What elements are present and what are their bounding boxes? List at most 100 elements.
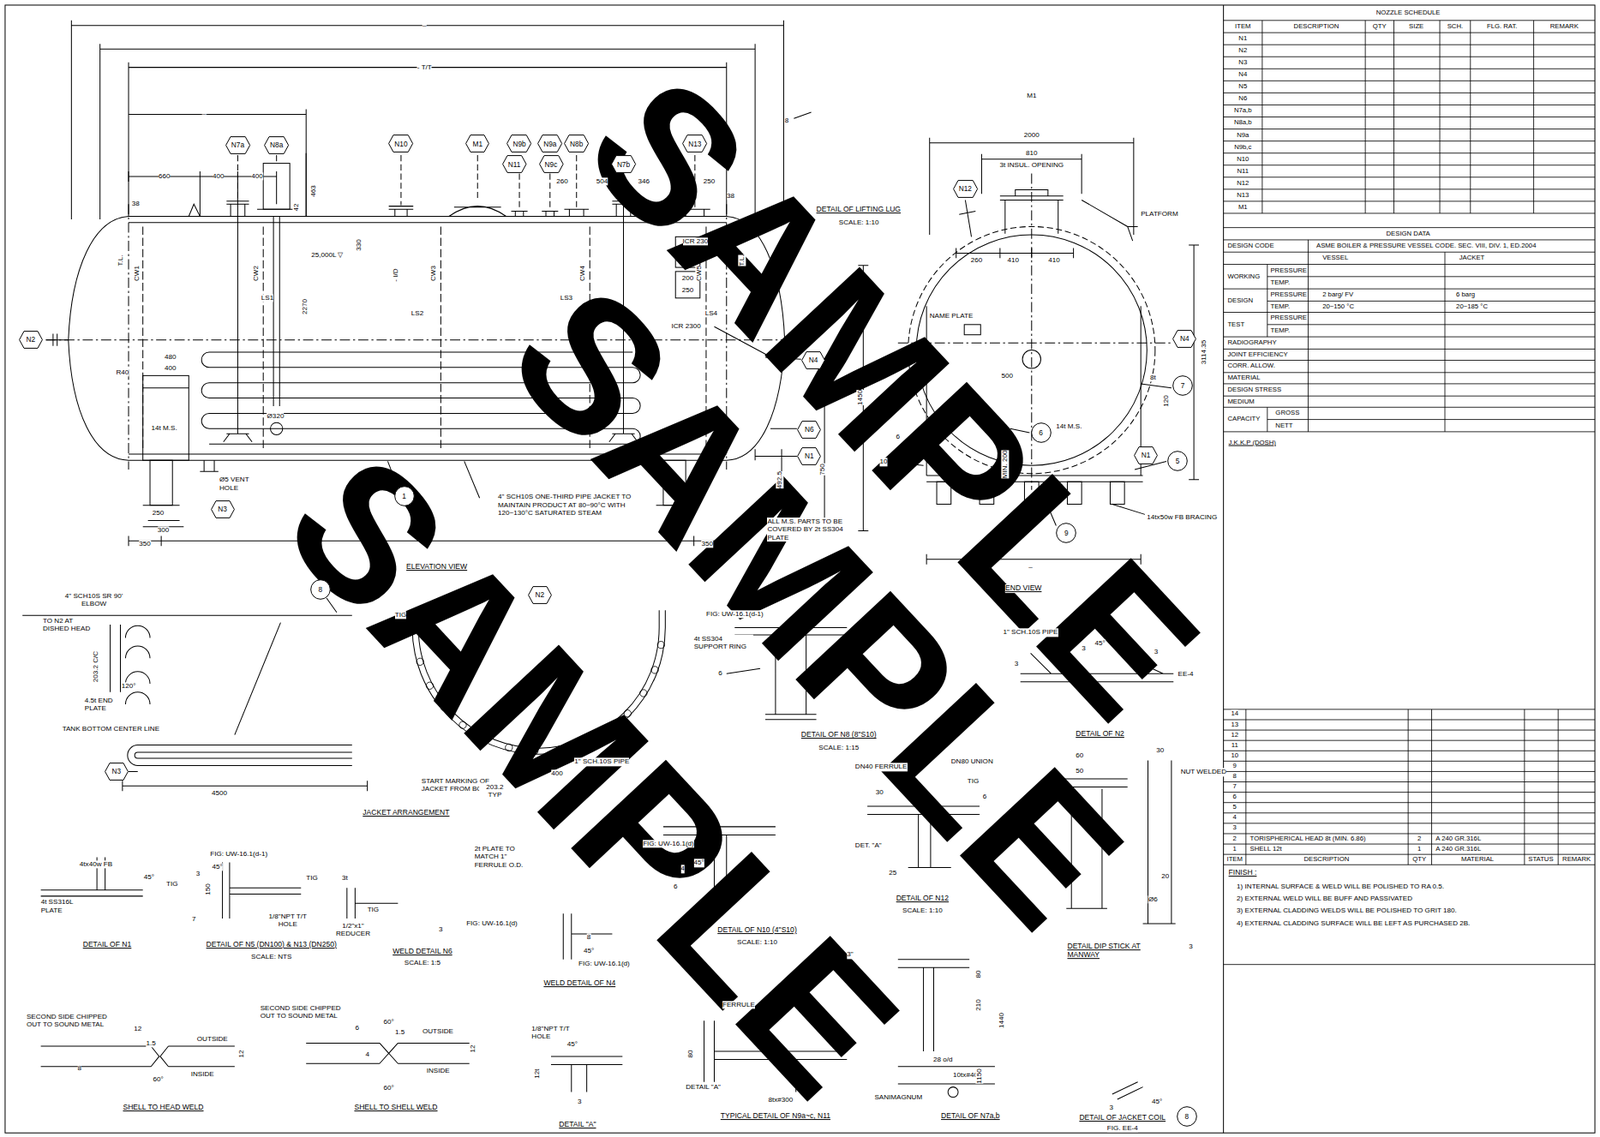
drawing-label: TIG	[967, 777, 980, 786]
drawing-line	[1523, 709, 1525, 865]
drawing-label: 260	[556, 177, 569, 186]
table-cell: N8a,b	[1234, 119, 1253, 127]
drawing-line	[389, 135, 414, 153]
table-cell: 2 barg/ FV	[1322, 291, 1354, 300]
tag-text: N11	[508, 161, 522, 168]
drawing-line	[1223, 740, 1595, 742]
table-cell: WORKING	[1227, 272, 1260, 281]
drawing-label: 1/8"NPT T/T HOLE	[531, 1024, 573, 1042]
table-cell: NETT	[1275, 421, 1293, 430]
drawing-label: 2000	[1024, 131, 1040, 140]
drawing-label: OUTSIDE	[422, 1027, 454, 1036]
drawing-line	[964, 324, 981, 336]
drawing-label: T.L.	[737, 254, 746, 266]
drawing-label: 350	[701, 539, 714, 548]
drawing-label: LS4	[705, 309, 718, 318]
drawing-label: 750	[818, 463, 827, 476]
table-cell: STATUS	[1528, 855, 1553, 863]
drawing-label: CW3	[429, 265, 438, 282]
drawing-line	[1223, 251, 1595, 253]
tag-text: N10	[394, 140, 408, 148]
table-cell: N7a,b	[1234, 107, 1253, 115]
tag-text: N7b	[617, 161, 630, 168]
drawing-line	[1444, 251, 1446, 432]
drawing-label: 3	[1014, 659, 1019, 668]
drawing-line	[1223, 395, 1595, 397]
callout-number: 6	[1030, 422, 1052, 444]
table-cell: DESCRIPTION	[1294, 23, 1340, 31]
tag-text: N4	[808, 356, 819, 364]
tag-text: N8b	[569, 140, 583, 148]
drawing-line	[1223, 761, 1595, 762]
drawing-line	[210, 500, 234, 518]
table-cell: MATERIAL	[1461, 855, 1494, 863]
drawing-label: Ø320	[267, 412, 285, 420]
table-cell: 10	[1230, 751, 1239, 760]
drawing-label: 3t	[341, 874, 348, 883]
drawing-line	[22, 615, 353, 692]
drawing-label: 25,000L ▽	[311, 251, 343, 259]
drawing-label: 350	[138, 539, 151, 548]
table-cell: 4	[1233, 814, 1237, 822]
drawing-line	[1223, 822, 1595, 824]
table-cell: N5	[1238, 83, 1247, 91]
nozzle-tag: M1	[465, 134, 490, 153]
table-cell: 1	[1417, 844, 1421, 853]
drawing-line	[1223, 964, 1595, 965]
drawing-line	[1223, 140, 1595, 142]
drawing-line	[1223, 864, 1595, 866]
view-title: DETAIL OF N12	[896, 894, 949, 904]
drawing-line	[1173, 376, 1193, 396]
drawing-line	[1223, 68, 1595, 70]
drawing-label: 1440	[998, 1012, 1007, 1029]
drawing-line	[1266, 264, 1268, 338]
drawing-label: 3	[1081, 645, 1086, 654]
drawing-label: –	[1028, 563, 1033, 571]
drawing-label: 25	[888, 869, 897, 878]
nozzle-tag: N6	[797, 420, 821, 439]
drawing-line	[1223, 56, 1595, 58]
drawing-label: SANIMAGNUM	[874, 1094, 923, 1103]
drawing-label: FIG. EE-4	[1107, 1124, 1139, 1133]
drawing-line	[143, 375, 190, 461]
drawing-line	[1393, 20, 1395, 214]
drawing-label: 6	[673, 882, 678, 891]
drawing-line	[802, 351, 826, 369]
drawing-label: –	[422, 21, 427, 30]
drawing-line	[1223, 359, 1595, 361]
table-cell: N4	[1238, 71, 1247, 79]
drawing-label: 14t M.S.	[1055, 422, 1082, 431]
tag-text: N2	[25, 335, 36, 343]
drawing-label: 45°	[1151, 1097, 1163, 1106]
table-cell: TEMP.	[1270, 326, 1290, 335]
view-title: TYPICAL DETAIL OF N9a~c, N11	[720, 1112, 831, 1121]
table-cell: VESSEL	[1322, 254, 1349, 263]
drawing-label: 12	[469, 1045, 478, 1054]
view-title: DETAIL OF N1	[83, 940, 132, 950]
drawing-line	[1266, 407, 1268, 432]
drawing-label: 330	[354, 239, 363, 252]
drawing-label: DETAIL "A"	[685, 1084, 721, 1092]
drawing-label: 12	[133, 1025, 142, 1034]
nozzle-tag: N12	[952, 179, 978, 198]
drawing-line	[1223, 311, 1595, 313]
tag-text: N9c	[545, 161, 558, 168]
table-cell: QTY	[1412, 855, 1427, 863]
table-cell: N10	[1236, 155, 1249, 163]
drawing-label: 42	[293, 203, 301, 211]
drawing-label: 10	[880, 458, 888, 467]
drawing-line	[389, 206, 414, 217]
drawing-line	[1439, 20, 1441, 214]
nozzle-tag: N7a	[225, 136, 251, 155]
drawing-label: FIG: UW-16.1(d-1)	[706, 610, 764, 618]
drawing-label: TIG	[166, 880, 179, 889]
view-title: DETAIL OF N7a,b	[940, 1112, 1001, 1121]
view-title: WELD DETAIL N6	[392, 947, 452, 957]
drawing-label: 480	[164, 353, 177, 361]
drawing-line	[507, 135, 532, 153]
drawing-label: 1/8"NPT T/T HOLE	[267, 912, 309, 929]
drawing-label: –	[202, 110, 207, 119]
nozzle-tag: N2	[527, 586, 552, 605]
table-cell: FLG. RAT.	[1486, 23, 1518, 31]
drawing-line	[657, 641, 665, 648]
